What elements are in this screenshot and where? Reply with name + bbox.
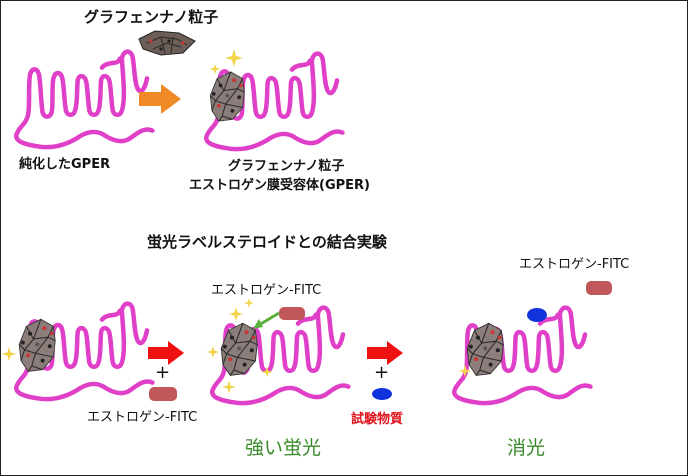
strong-fluorescence-label: 強い蛍光 [245,437,322,459]
nanoparticle-label: グラフェンナノ粒子 [228,159,345,174]
fitc-tag-icon-3 [586,281,612,295]
estrogen-fitc-label-3: エストロゲン-FITC [519,257,630,272]
receptor-purified [16,52,152,148]
section2-title: 蛍光ラベルステロイドとの結合実験 [147,233,387,251]
graphene-sheet-icon [138,30,196,56]
test-substance-icon-2 [527,308,547,322]
test-substance-label: 試験物質 [351,412,404,427]
fitc-tag-icon-2 [279,307,305,320]
quenching-label: 消光 [507,437,546,459]
receptor-nanoparticle-step1 [1,304,153,400]
plus-sign-2: + [374,362,390,383]
gper-receptor-label: エストロゲン膜受容体(GPER) [189,178,370,193]
receptor-with-nanoparticle [206,49,342,149]
section1-title: グラフェンナノ粒子 [84,8,219,26]
receptor-nanoparticle-step3 [454,308,590,404]
orange-arrow-icon [139,84,181,114]
green-arrow-icon [253,311,280,329]
test-substance-icon-1 [372,388,392,400]
purified-gper-label: 純化したGPER [19,157,111,172]
plus-sign-1: + [155,362,171,383]
fitc-tag-icon-1 [149,387,177,401]
estrogen-fitc-label-2: エストロゲン-FITC [211,283,322,298]
estrogen-fitc-label-1: エストロゲン-FITC [87,410,198,425]
